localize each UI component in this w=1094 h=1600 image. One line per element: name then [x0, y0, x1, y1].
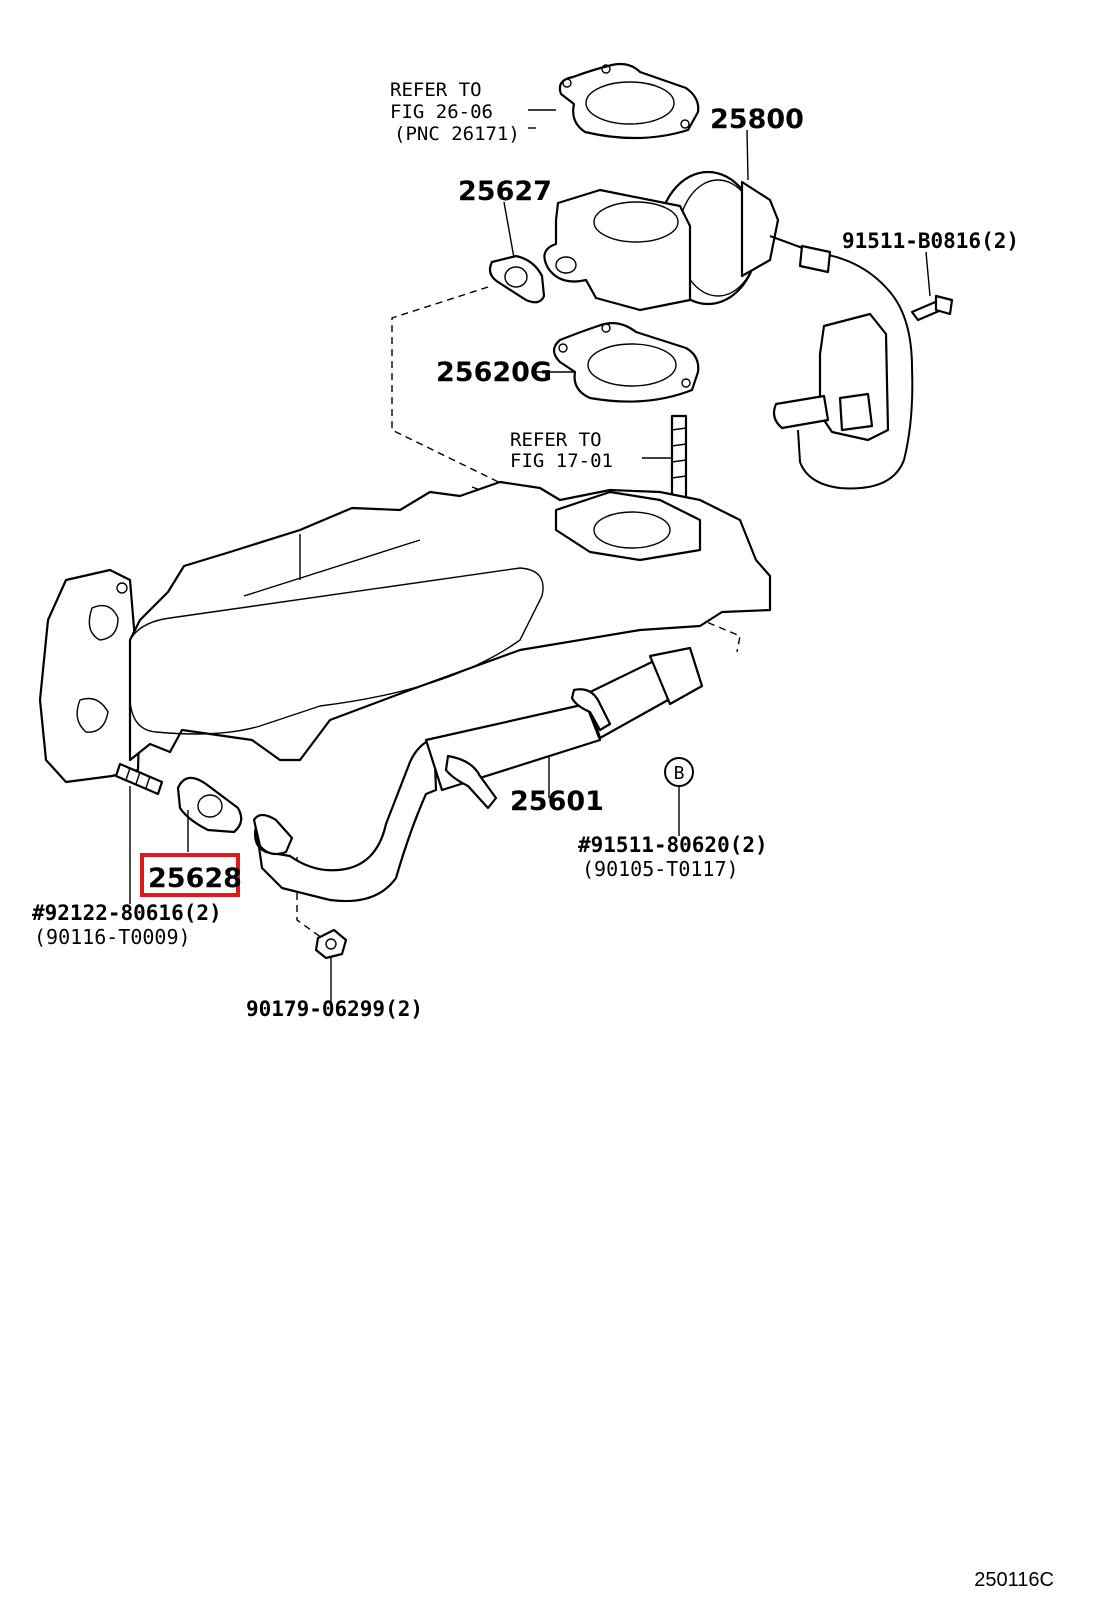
gasket-25628[interactable]	[176, 776, 243, 834]
refer-26-06-line3: (PNC 26171)	[394, 123, 520, 145]
part-25800-label[interactable]: 25800	[710, 104, 804, 135]
callout-b-label: B	[674, 763, 685, 784]
bolt-91511-b0816[interactable]	[910, 294, 954, 322]
refer-17-01-line2: FIG 17-01	[510, 450, 613, 472]
bolt-91511-80620-label[interactable]: #91511-80620(2)	[578, 833, 768, 857]
nut-90179-label[interactable]: 90179-06299(2)	[246, 997, 423, 1021]
vacuum-switching-valve[interactable]	[772, 244, 914, 490]
leader-lines	[129, 109, 931, 1002]
cylinder-head-outline	[38, 568, 142, 784]
reference-dashed-line	[696, 617, 741, 653]
intake-manifold	[128, 480, 772, 762]
egr-cooler-25601[interactable]	[252, 646, 704, 903]
reference-dashed-line	[296, 857, 323, 939]
upper-gasket[interactable]	[558, 62, 700, 140]
stud-bolt-92122[interactable]	[114, 762, 164, 796]
gasket-25627[interactable]	[488, 254, 546, 304]
part-25620g-label[interactable]: 25620G	[436, 357, 552, 388]
stud-92122-label[interactable]: #92122-80616(2)	[32, 901, 222, 925]
figure-code: 250116C	[974, 1569, 1054, 1591]
bolt-91511-80620-alt-label: (90105-T0117)	[582, 857, 739, 881]
refer-26-06-line2: FIG 26-06	[390, 101, 493, 123]
refer-26-06-line1: REFER TO	[390, 79, 482, 101]
bolt-91511-b0816-label[interactable]: 91511-B0816(2)	[842, 229, 1019, 253]
part-25627-label[interactable]: 25627	[458, 176, 552, 207]
egr-valve-assembly[interactable]	[543, 170, 809, 312]
stud-92122-alt-label: (90116-T0009)	[34, 925, 191, 949]
gasket-25620g[interactable]	[552, 321, 700, 403]
part-25601-label[interactable]: 25601	[510, 786, 604, 817]
reference-dashed-line	[391, 286, 567, 516]
part-25628-label[interactable]: 25628	[148, 863, 242, 894]
nut-90179[interactable]	[314, 928, 348, 960]
refer-17-01-line1: REFER TO	[510, 429, 602, 451]
highlight-box-25628	[140, 853, 240, 897]
